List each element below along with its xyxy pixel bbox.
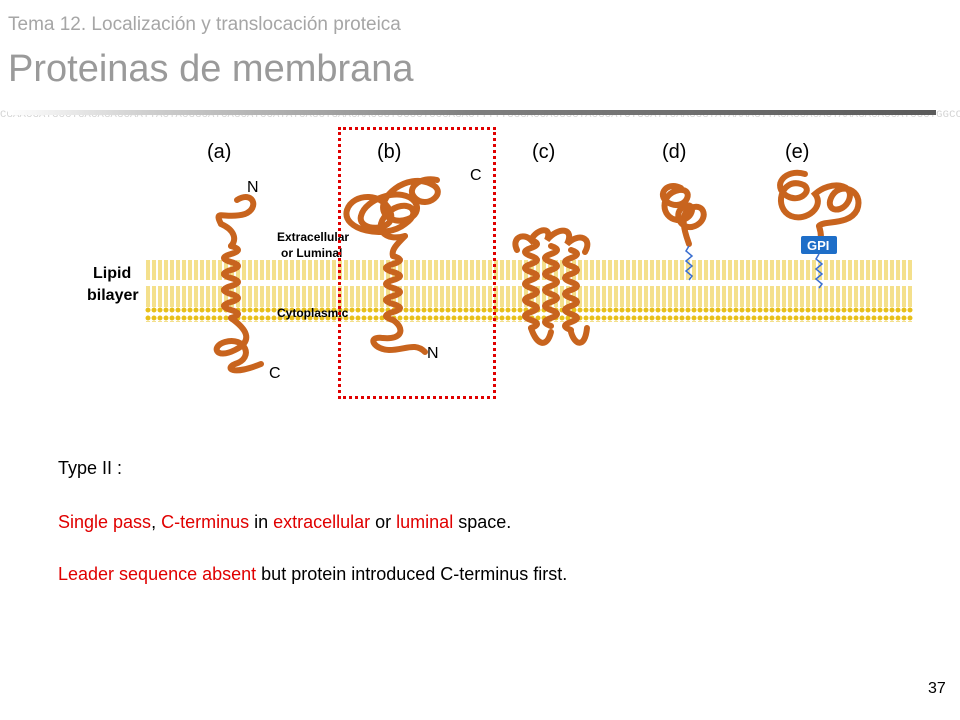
page-number: 37 (928, 680, 946, 697)
lipid-label-line2: bilayer (87, 287, 139, 304)
line2-rest: but protein introduced C-terminus first. (256, 564, 568, 584)
line1-sep-2: in (249, 512, 274, 532)
cytoplasmic-label: Cytoplasmic (277, 306, 349, 320)
gpi-anchor-box (801, 236, 837, 254)
single-pass-text: Single pass (58, 512, 152, 532)
panel-label-a: (a) (207, 141, 231, 163)
n-terminus-label-b: N (427, 345, 439, 362)
highlight-box-panel-b (338, 127, 496, 399)
luminal-text: luminal (396, 512, 454, 532)
line1-sep-1: , (151, 512, 162, 532)
lipid-anchor-d (684, 245, 694, 281)
c-terminus-text: C-terminus (161, 512, 250, 532)
protein-a (213, 194, 264, 374)
description-line-1: Single pass, C-terminus in extracellular… (58, 512, 511, 533)
c-terminus-label-a: C (269, 365, 281, 382)
presentation-subtitle: Tema 12. Localización y translocación pr… (8, 14, 401, 35)
panel-label-c: (c) (532, 141, 555, 163)
leader-sequence-text: Leader sequence absent (58, 564, 257, 584)
c-terminus-label-b: C (470, 167, 482, 184)
n-terminus-label-a: N (247, 179, 259, 196)
slide-title: Proteinas de membrana (8, 48, 414, 90)
line1-sep-3: or (370, 512, 397, 532)
membrane-diagram: (a) (b) (c) (d) (e) Lipid bilayer Extrac… (87, 141, 913, 382)
protein-d (659, 183, 707, 247)
panel-label-e: (e) (785, 141, 809, 163)
title-divider (8, 110, 936, 115)
lipid-label-line1: Lipid (93, 265, 131, 282)
membrane-protein-figure: (a) (b) (c) (d) (e) Lipid bilayer Extrac… (85, 128, 913, 390)
panel-label-b: (b) (377, 141, 401, 163)
extracellular-text: extracellular (273, 512, 371, 532)
panel-label-d: (d) (662, 141, 686, 163)
type-label: Type II : (58, 458, 123, 478)
protein-c (512, 227, 591, 346)
line1-end: space. (453, 512, 512, 532)
extracellular-label-line1: Extracellular (277, 230, 349, 244)
protein-e (777, 169, 862, 241)
description-line-2: Leader sequence absent but protein intro… (58, 564, 567, 585)
gpi-lipid-tail (814, 253, 824, 289)
gpi-label: GPI (807, 238, 829, 253)
extracellular-label-line2: or Luminal (281, 246, 342, 260)
protein-b (343, 176, 441, 355)
